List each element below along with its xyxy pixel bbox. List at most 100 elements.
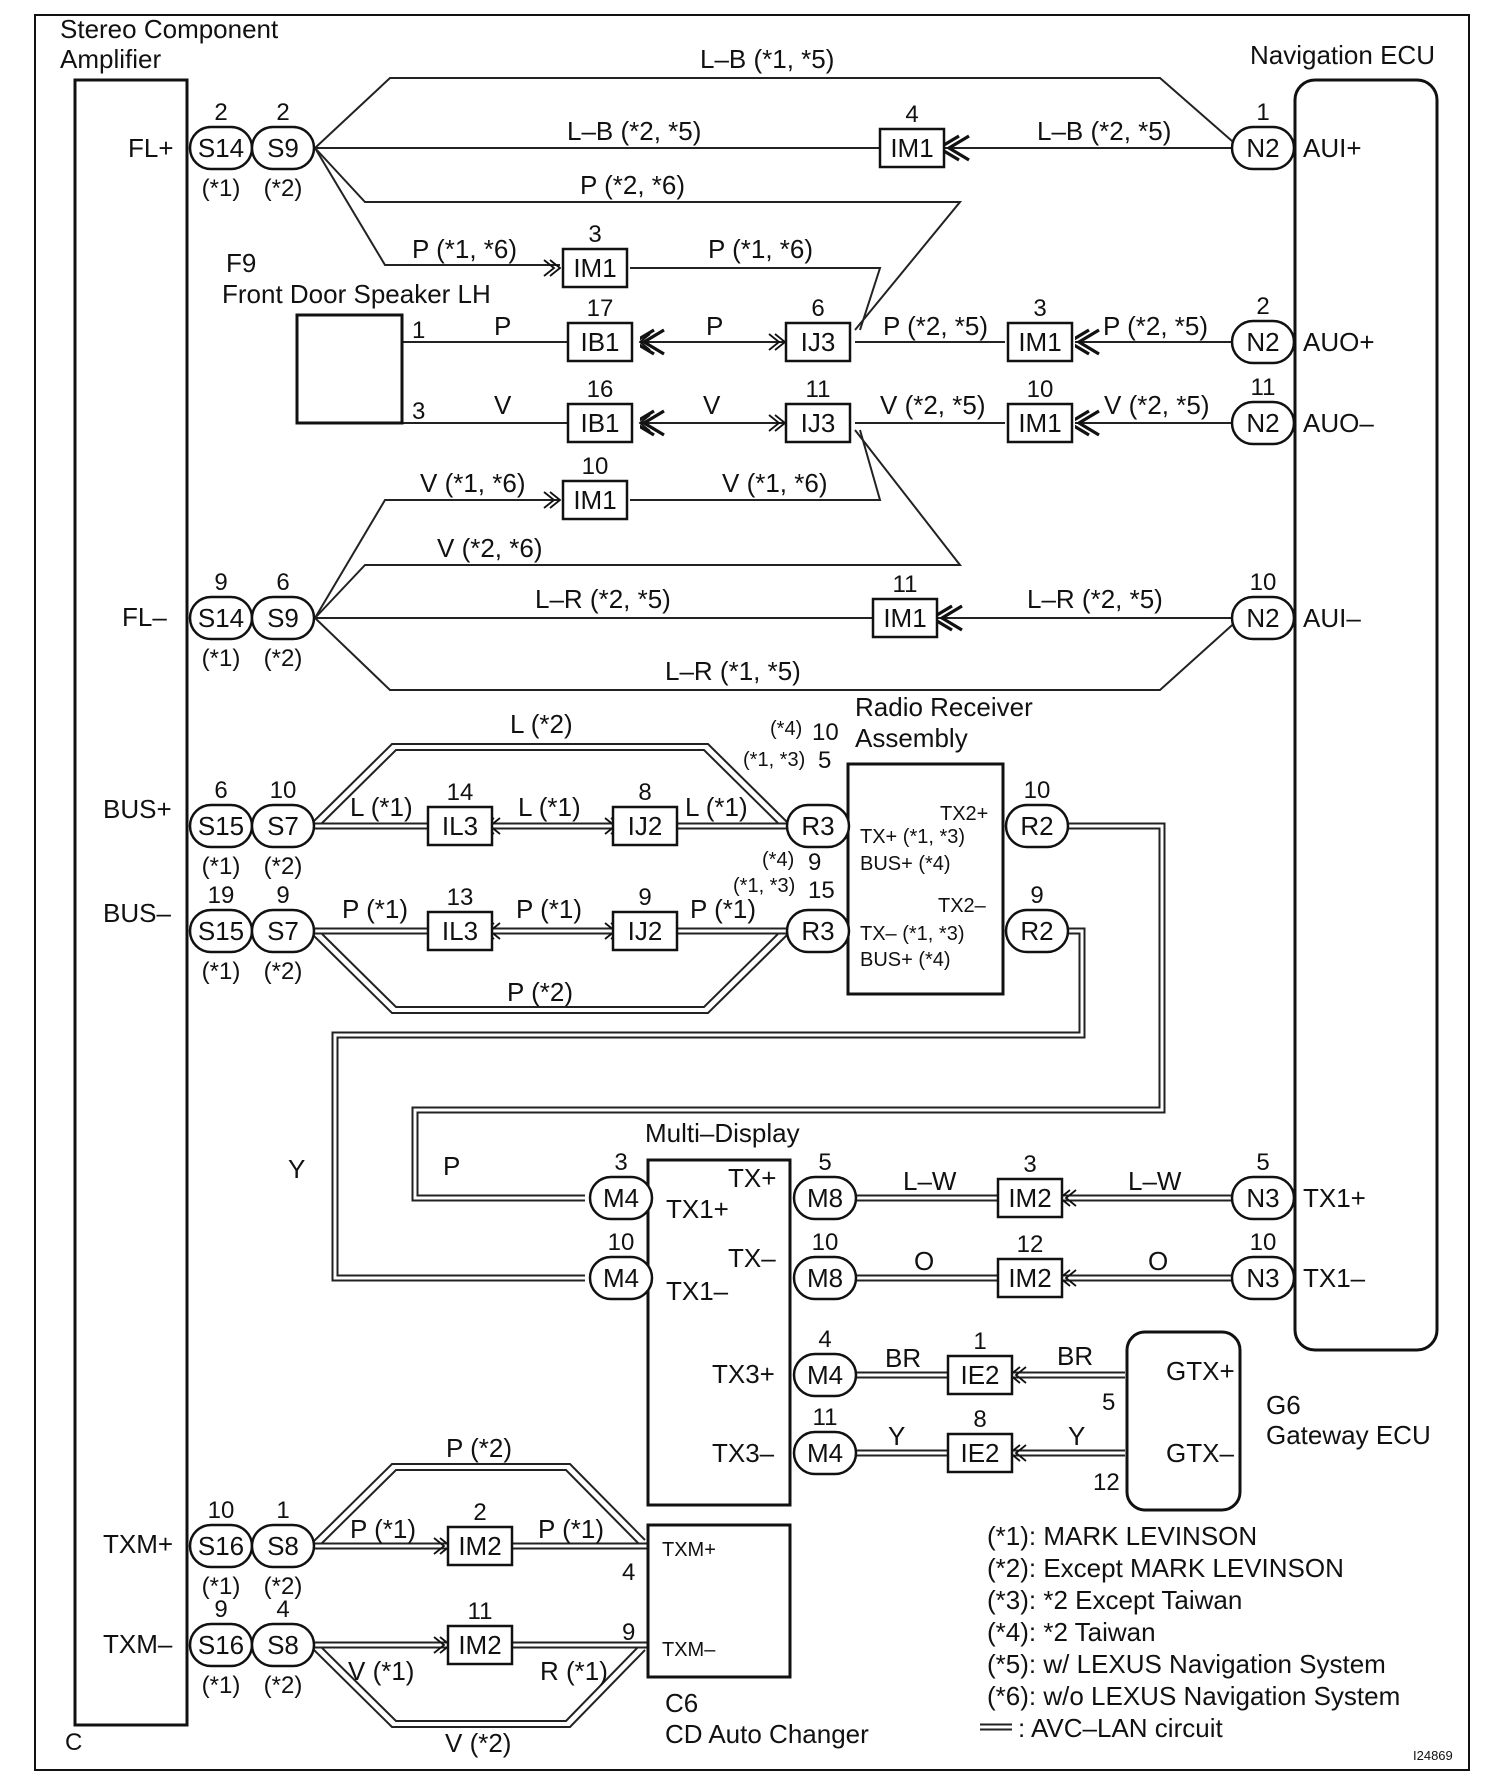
connector-pin-number: 10 (1250, 569, 1277, 596)
junction-ij3 (784, 402, 852, 444)
wire-tp1a: P (*1) (350, 1514, 416, 1544)
wire-br2: BR (1057, 1341, 1093, 1371)
connector-note: (*1) (202, 853, 241, 880)
wire-p25a: P (*2, *5) (883, 311, 988, 341)
connector-note: (*2) (264, 1573, 303, 1600)
connector-pin-number: 3 (614, 1149, 627, 1176)
wire-p: P (443, 1151, 460, 1181)
md-txp: TX+ (728, 1163, 776, 1193)
connector-m4 (588, 1255, 654, 1301)
connector-n2 (1230, 400, 1296, 446)
junction-pin-number: 17 (587, 295, 614, 322)
connector-label: S8 (267, 1531, 299, 1561)
junction-label: IM1 (890, 133, 933, 163)
wire-o2: O (1148, 1246, 1168, 1276)
md-tx3p: TX3+ (712, 1359, 775, 1389)
amp-txm-plus: TXM+ (103, 1529, 173, 1559)
wire-y2: Y (1068, 1421, 1085, 1451)
connector-label: M8 (807, 1183, 843, 1213)
wire-v25b: V (*2, *5) (1104, 390, 1210, 420)
radio-note-4b: (*4) (762, 849, 794, 871)
wire-v16a: V (*1, *6) (420, 468, 526, 498)
connector-label: R2 (1020, 811, 1053, 841)
junction-label: IM2 (458, 1630, 501, 1660)
connector-n2 (1230, 595, 1296, 641)
connector-note: (*1) (202, 175, 241, 202)
junction-pin-number: 16 (587, 376, 614, 403)
connector-pin-number: 11 (1251, 374, 1276, 401)
junction-pin-number: 10 (582, 453, 609, 480)
connector-label: N2 (1246, 603, 1279, 633)
junction-pin-number: 10 (1027, 376, 1054, 403)
junction-il3 (426, 910, 494, 952)
connector-s7 (250, 803, 316, 849)
junction-connectors: IM14IM13IB117IB116IJ36IJ311IM13IM110IM11… (426, 101, 1074, 1666)
radio-pin-5: 5 (818, 747, 831, 774)
connector-s7 (250, 908, 316, 954)
connector-pin-number: 11 (813, 1404, 838, 1431)
radio-name-1: Radio Receiver (855, 692, 1033, 722)
junction-pin-number: 1 (973, 1328, 986, 1355)
junction-ij2 (611, 910, 679, 952)
junction-label: IM2 (1008, 1263, 1051, 1293)
speaker-id: F9 (226, 248, 256, 278)
junction-im1 (1006, 321, 1074, 363)
junction-ie2 (946, 1354, 1014, 1396)
connector-n2 (1230, 319, 1296, 365)
connector-r3 (785, 908, 851, 954)
connector-m8 (792, 1255, 858, 1301)
connector-pin-number: 10 (1250, 1229, 1277, 1256)
connector-m4 (792, 1352, 858, 1398)
cd-txmp: TXM+ (662, 1539, 716, 1561)
connector-pin-number: 5 (818, 1149, 831, 1176)
md-name: Multi–Display (645, 1118, 800, 1148)
connector-r3 (785, 803, 851, 849)
connector-label: N2 (1246, 408, 1279, 438)
junction-pin-number: 8 (638, 779, 651, 806)
speaker-pin-3: 3 (412, 398, 425, 425)
junction-ij2 (611, 805, 679, 847)
connector-label: S8 (267, 1630, 299, 1660)
nav-tx1-plus: TX1+ (1303, 1183, 1366, 1213)
connector-note: (*2) (264, 958, 303, 985)
wire-v26: V (*2, *6) (437, 533, 543, 563)
connector-label: M4 (807, 1360, 843, 1390)
wire-p1: P (494, 311, 511, 341)
connector-note: (*2) (264, 1672, 303, 1699)
connector-pin-number: 2 (276, 99, 289, 126)
connector-label: S9 (267, 133, 299, 163)
wire-v2: V (703, 390, 721, 420)
junction-label: IM2 (458, 1531, 501, 1561)
amp-fl-minus: FL– (122, 602, 167, 632)
junction-label: IJ3 (801, 327, 836, 357)
cd-name: CD Auto Changer (665, 1719, 869, 1749)
connector-pin-number: 4 (818, 1326, 831, 1353)
amplifier-box (73, 78, 189, 1727)
connector-pin-number: 1 (1256, 99, 1269, 126)
radio-note-13a: (*1, *3) (743, 749, 805, 771)
connector-pin-number: 1 (276, 1497, 289, 1524)
amp-title-1: Stereo Component (60, 14, 279, 44)
amp-bus-plus: BUS+ (103, 794, 172, 824)
connector-pin-number: 10 (208, 1497, 235, 1524)
legend-2: (*2): Except MARK LEVINSON (987, 1553, 1344, 1583)
junction-label: IM1 (883, 603, 926, 633)
junction-label: IE2 (960, 1438, 999, 1468)
radio-pin-9: 9 (808, 849, 821, 876)
connector-pin-number: 9 (214, 1596, 227, 1623)
oval-connectors: S142(*1)S92(*2)S149(*1)S96(*2)S156(*1)S7… (188, 99, 1296, 1699)
connector-pin-number: 2 (1256, 293, 1269, 320)
amp-c-label: C (65, 1729, 82, 1756)
legend-6: (*6): w/o LEXUS Navigation System (987, 1681, 1400, 1711)
wire-tv2: V (*2) (445, 1728, 511, 1758)
legend-1: (*1): MARK LEVINSON (987, 1521, 1257, 1551)
connector-pin-number: 5 (1256, 1149, 1269, 1176)
junction-pin-number: 3 (1033, 295, 1046, 322)
cd-id: C6 (665, 1688, 698, 1718)
radio-tx2m: TX2– (938, 895, 987, 917)
junction-label: IJ3 (801, 408, 836, 438)
front-door-speaker-box (295, 313, 404, 425)
connector-label: S16 (198, 1531, 244, 1561)
junction-pin-number: 11 (893, 571, 918, 598)
